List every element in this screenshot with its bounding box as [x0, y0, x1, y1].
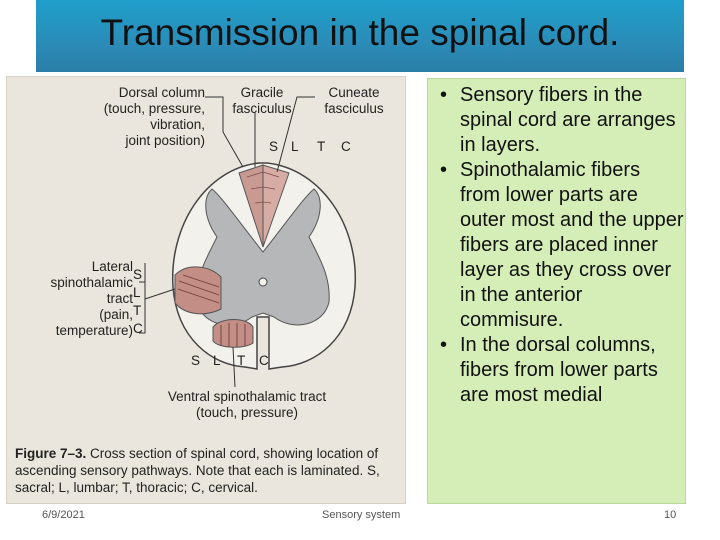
top-letter-t: T — [317, 139, 326, 154]
bullet-dot-icon: • — [440, 334, 448, 356]
top-letter-s: S — [269, 139, 279, 154]
slide-title: Transmission in the spinal cord. — [100, 12, 620, 53]
top-letter-l: L — [291, 139, 299, 154]
bullet-item: • Sensory fibers in the spinal cord are a… — [436, 83, 684, 158]
dorsal-column-label: Dorsal column (touch, pressure, vibratio… — [103, 85, 205, 148]
lateral-spinothalamic-tract — [174, 266, 222, 315]
cuneate-label: Cuneate fasciculus — [324, 85, 384, 116]
bullet-text: Spinothalamic fibers from lower parts ar… — [460, 159, 684, 331]
figure-caption: Figure 7–3. Cross section of spinal cord… — [15, 445, 401, 496]
side-letter-l: L — [133, 285, 141, 300]
footer-date: 6/9/2021 — [42, 509, 85, 521]
lateral-arrow — [144, 288, 176, 300]
bottom-letter-l: L — [213, 353, 221, 368]
bottom-letter-c: C — [259, 353, 269, 368]
title-bar: Transmission in the spinal cord. — [36, 0, 684, 72]
spinal-cord-diagram — [139, 96, 356, 388]
ventral-leader — [232, 346, 236, 388]
gray-matter — [196, 188, 330, 326]
ventral-spinothalamic-tract — [212, 319, 254, 348]
lateral-leader — [139, 263, 146, 334]
bullet-item: • Spinothalamic fibers from lower parts a… — [436, 158, 684, 333]
gracile-label: Gracile fasciculus — [232, 85, 292, 116]
bullet-text: Sensory fibers in the spinal cord are ar… — [460, 84, 676, 156]
bullet-text: In the dorsal columns, fibers from lower… — [460, 334, 658, 406]
spinal-cord-figure: Dorsal column (touch, pressure, vibratio… — [6, 76, 406, 504]
cuneate-fasciculus — [262, 164, 290, 248]
cuneate-leader — [276, 96, 315, 173]
caption-label: Figure 7–3. — [15, 446, 87, 461]
bullet-dot-icon: • — [440, 159, 448, 181]
top-letter-c: C — [341, 139, 351, 154]
bottom-letter-s: S — [191, 353, 201, 368]
bullet-list: • Sensory fibers in the spinal cord are a… — [436, 83, 684, 408]
page-number: 10 — [664, 509, 677, 521]
caption-text: Cross section of spinal cord, showing lo… — [15, 446, 380, 495]
lateral-spinothalamic-label: Lateral spinothalamic tract (pain, tempe… — [50, 259, 133, 338]
side-letter-s: S — [133, 267, 143, 282]
side-letter-c: C — [133, 321, 143, 336]
footer-title: Sensory system — [322, 509, 401, 521]
bullet-dot-icon: • — [440, 84, 448, 106]
bullet-panel: • Sensory fibers in the spinal cord are a… — [427, 78, 686, 504]
side-letter-t: T — [133, 303, 142, 318]
side-letter-column: S L T C — [133, 267, 147, 347]
bottom-letter-t: T — [237, 353, 246, 368]
bullet-item: • In the dorsal columns, fibers from lowe… — [436, 333, 684, 408]
dorsal-leader — [205, 96, 244, 168]
central-canal — [258, 277, 268, 287]
ventral-spinothalamic-label: Ventral spinothalamic tract (touch, pres… — [167, 389, 327, 420]
